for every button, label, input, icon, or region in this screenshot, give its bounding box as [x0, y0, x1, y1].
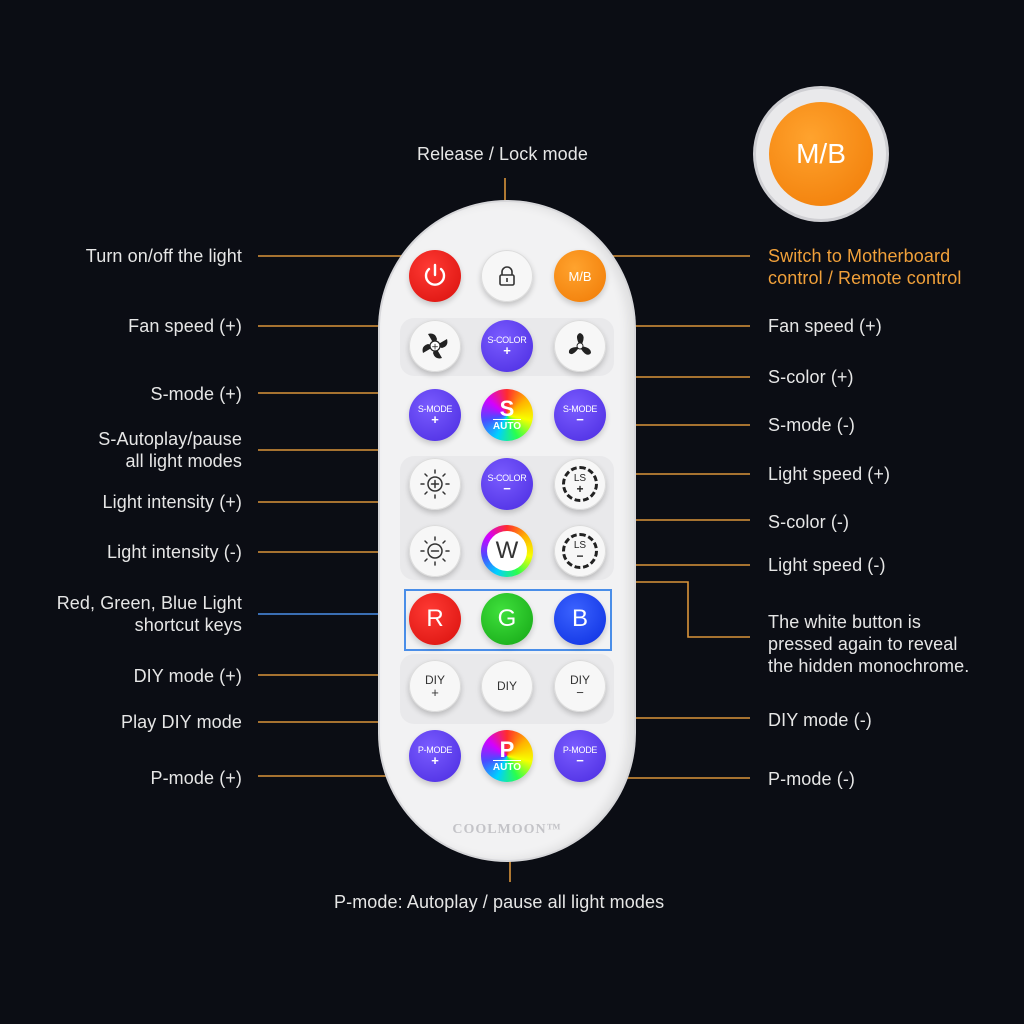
light-speed-plus-button[interactable]: LS + [554, 458, 606, 510]
white-button[interactable]: W [481, 525, 533, 577]
lock-button[interactable] [481, 250, 533, 302]
green-button[interactable]: G [481, 593, 533, 645]
release-lock-label: Release / Lock mode [417, 144, 588, 164]
fan-icon: + [422, 333, 448, 359]
diy-label: DIY [569, 672, 590, 687]
diy-play-button[interactable]: DIY [481, 660, 533, 712]
s-color-plus-label: S-color (+) [768, 367, 854, 387]
light-speed-icon: LS + [562, 466, 598, 502]
s-color-minus-label: S-color (-) [768, 512, 850, 532]
diy-plus-label: DIY mode (+) [133, 666, 242, 686]
p-auto-button[interactable]: P AUTO [481, 730, 533, 782]
minus-sign: − [576, 412, 584, 427]
mb-badge: M/B [756, 89, 886, 219]
minus-sign: − [576, 548, 584, 563]
p-mode-minus-button[interactable]: P-MODE − [554, 730, 606, 782]
motherboard-label-line: control / Remote control [768, 268, 962, 288]
s-mode-minus-label: S-mode (-) [768, 415, 856, 435]
s-mode-label: S-MODE [562, 404, 598, 414]
plus-sign: + [431, 753, 439, 768]
p-mode-minus-label: P-mode (-) [768, 769, 856, 789]
p-autoplay-label: P-mode: Autoplay / pause all light modes [334, 892, 665, 912]
red-button[interactable]: R [409, 593, 461, 645]
s-autoplay-label-line: S-Autoplay/pause [98, 429, 242, 449]
blue-label: B [571, 605, 588, 632]
plus-sign: + [503, 343, 511, 358]
light-intensity-minus-button[interactable] [409, 525, 461, 577]
white-button-note-line: The white button is [768, 612, 921, 632]
brightness-minus-icon [420, 536, 450, 566]
svg-text:+: + [431, 343, 439, 353]
fan-speed-plus-left-button[interactable]: + [409, 320, 461, 372]
fan-icon [568, 333, 591, 355]
p-mode-plus-button[interactable]: P-MODE + [409, 730, 461, 782]
plus-sign: + [431, 412, 439, 427]
p-letter: P [499, 736, 515, 762]
power-icon [424, 263, 446, 286]
s-color-label: S-COLOR [487, 335, 527, 345]
blue-button[interactable]: B [554, 593, 606, 645]
s-autoplay-label: S-Autoplay/pause all light modes [98, 428, 242, 472]
plus-sign: + [431, 684, 439, 700]
white-button-note: The white button is pressed again to rev… [768, 611, 969, 677]
light-intensity-minus-label: Light intensity (-) [107, 542, 242, 562]
s-letter: S [499, 395, 515, 421]
s-color-minus-button[interactable]: S-COLOR − [481, 458, 533, 510]
plus-sign: + [576, 481, 584, 496]
s-mode-plus-label: S-mode (+) [150, 384, 242, 404]
motherboard-label: Switch to Motherboard control / Remote c… [768, 245, 961, 289]
power-button[interactable] [409, 250, 461, 302]
fan-speed-plus-right-button[interactable] [554, 320, 606, 372]
light-speed-minus-label: Light speed (-) [768, 555, 886, 575]
white-button-note-line: pressed again to reveal [768, 634, 958, 654]
diy-minus-button[interactable]: DIY − [554, 660, 606, 712]
s-auto-button[interactable]: S AUTO [481, 389, 533, 441]
diy-minus-label: DIY mode (-) [768, 710, 872, 730]
light-speed-icon: LS − [562, 533, 598, 569]
diy-label: DIY [424, 672, 445, 687]
s-mode-label: S-MODE [417, 404, 453, 414]
light-intensity-plus-label: Light intensity (+) [102, 492, 242, 512]
fan-speed-plus-left-label: Fan speed (+) [128, 316, 242, 336]
light-intensity-plus-button[interactable] [409, 458, 461, 510]
light-speed-plus-label: Light speed (+) [768, 464, 891, 484]
brand-logo: COOLMOON™ [452, 822, 562, 837]
white-button-note-line: the hidden monochrome. [768, 656, 970, 676]
s-color-plus-button[interactable]: S-COLOR + [481, 320, 533, 372]
red-label: R [426, 605, 444, 632]
minus-sign: − [576, 684, 584, 700]
ls-label: LS [573, 539, 587, 551]
minus-sign: − [503, 481, 511, 496]
rgb-label-line: Red, Green, Blue Light [56, 593, 242, 613]
mb-badge-label: M/B [769, 102, 873, 206]
light-speed-minus-button[interactable]: LS − [554, 525, 606, 577]
p-mode-plus-label: P-mode (+) [150, 768, 242, 788]
s-color-label: S-COLOR [487, 473, 527, 483]
lock-icon [499, 266, 515, 286]
p-mode-label: P-MODE [417, 745, 453, 755]
rgb-label: Red, Green, Blue Light shortcut keys [57, 592, 242, 636]
fan-speed-plus-right-label: Fan speed (+) [768, 316, 882, 336]
mb-button-label: M/B [568, 268, 592, 284]
auto-label: AUTO [492, 418, 522, 432]
s-mode-minus-button[interactable]: S-MODE − [554, 389, 606, 441]
white-button-label: W [487, 531, 527, 571]
diy-plus-button[interactable]: DIY + [409, 660, 461, 712]
power-label: Turn on/off the light [85, 246, 242, 266]
brightness-plus-icon [420, 469, 450, 499]
p-mode-label: P-MODE [562, 745, 598, 755]
green-label: G [497, 605, 517, 632]
s-autoplay-label-line: all light modes [125, 451, 242, 471]
diy-label: DIY [496, 678, 517, 693]
rgb-label-line: shortcut keys [134, 615, 242, 635]
mb-button[interactable]: M/B [554, 250, 606, 302]
ls-label: LS [573, 472, 587, 484]
motherboard-label-line: Switch to Motherboard [768, 246, 951, 266]
rgb-highlight-box [404, 589, 612, 651]
play-diy-label: Play DIY mode [120, 712, 242, 732]
s-mode-plus-button[interactable]: S-MODE + [409, 389, 461, 441]
minus-sign: − [576, 753, 584, 768]
auto-label: AUTO [492, 759, 522, 773]
